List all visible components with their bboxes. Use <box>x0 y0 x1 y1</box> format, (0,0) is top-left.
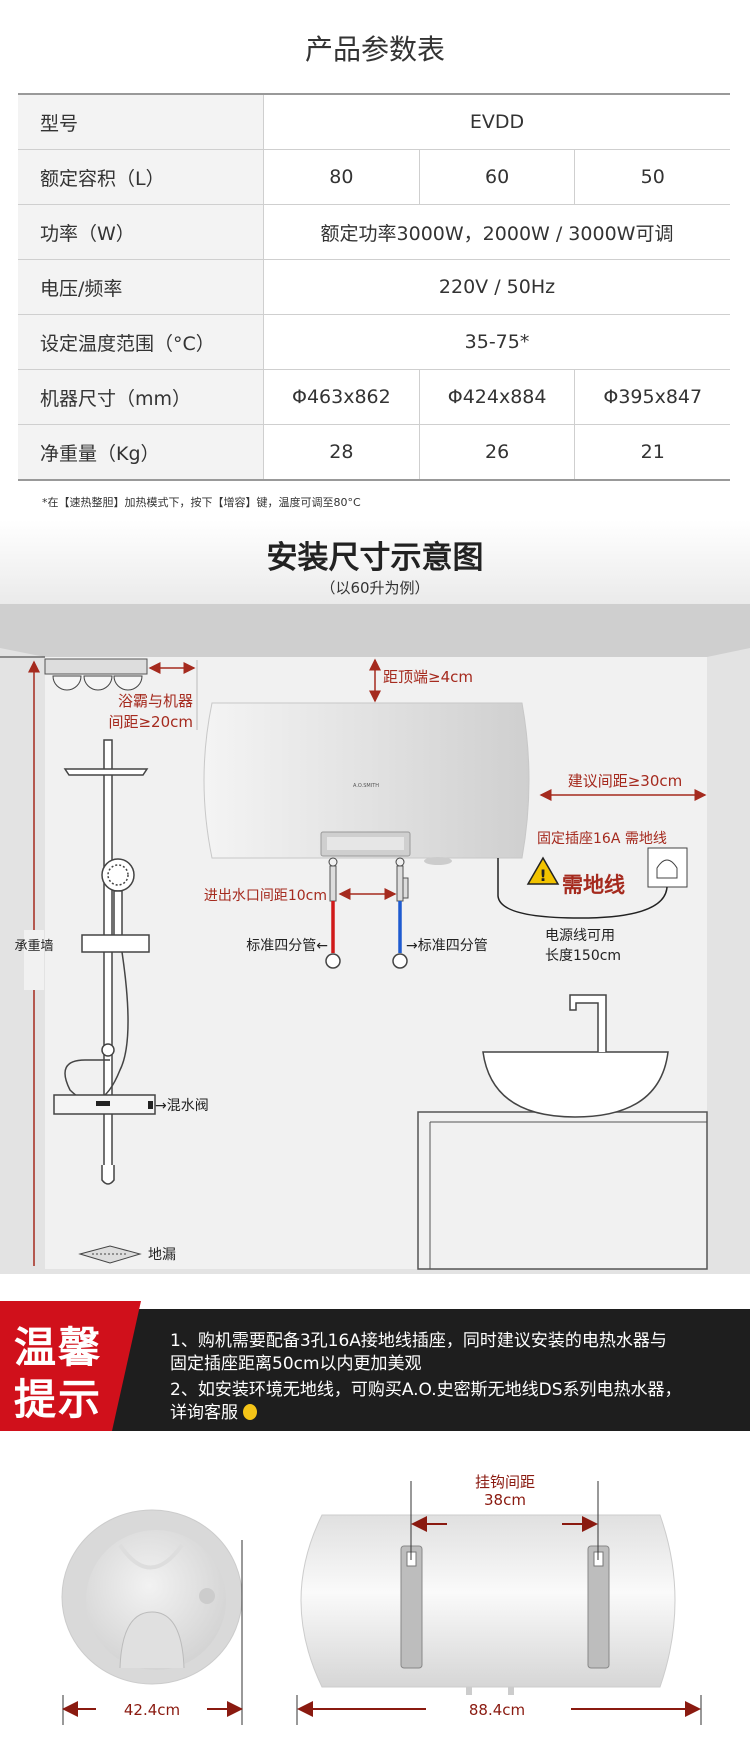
ceiling <box>0 604 750 657</box>
water-pipes <box>325 857 409 969</box>
table-row: 净重量（Kg） 28 26 21 <box>18 424 730 481</box>
tips-banner: 温馨 提示 1、购机需要配备3孔16A接地线插座，同时建议安装的电热水器与 固定… <box>0 1300 750 1432</box>
cell: 额定功率3000W，2000W / 3000W可调 <box>263 204 730 260</box>
tips-background <box>0 1301 750 1431</box>
install-title: 安装尺寸示意图 <box>267 540 484 576</box>
cell: 28 <box>263 424 420 481</box>
table-row: 机器尺寸（mm） Φ463x862 Φ424x884 Φ395x847 <box>18 369 730 425</box>
cable-length: 长度150cm <box>545 948 621 964</box>
sink-cabinet <box>417 994 708 1270</box>
row-label: 净重量（Kg） <box>18 424 264 481</box>
cell: Φ424x884 <box>419 369 576 425</box>
ground-warning-label: 需地线 <box>562 873 625 897</box>
tips-heading-2: 提示 <box>14 1375 103 1424</box>
socket-icon <box>647 847 688 888</box>
cell: 35-75* <box>263 314 730 370</box>
shower-set <box>53 739 156 1185</box>
tip-line: 1、购机需要配备3孔16A接地线插座，同时建议安装的电热水器与 <box>170 1331 667 1351</box>
socket-label: 固定插座16A 需地线 <box>537 831 667 847</box>
row-label: 机器尺寸（mm） <box>18 369 264 425</box>
top-gap-label: 距顶端≥4cm <box>383 668 473 686</box>
table-row: 额定容积（L） 80 60 50 <box>18 149 730 205</box>
cell: 21 <box>574 424 730 481</box>
cell: 26 <box>419 424 576 481</box>
drain-label: 地漏 <box>148 1247 176 1263</box>
warning-icon: ! <box>526 856 560 885</box>
cell: 50 <box>574 149 730 205</box>
install-subtitle: （以60升为例） <box>320 579 429 597</box>
water-heater: A.O.SMITH <box>203 702 530 865</box>
heater-side-view <box>300 1514 676 1695</box>
pipe-right-label: →标准四分管 <box>406 938 488 954</box>
floor-drain-icon <box>78 1245 142 1264</box>
heater-end-view <box>61 1509 243 1685</box>
bath-gap-label: 浴霸与机器 <box>118 692 193 710</box>
cell: Φ463x862 <box>263 369 420 425</box>
spec-footnote: *在【速热整胆】加热模式下，按下【增容】键，温度可调至80°C <box>42 496 361 509</box>
length-label: 88.4cm <box>469 1701 525 1719</box>
header-shade <box>0 520 750 610</box>
tip-line: 详询客服 <box>170 1398 258 1423</box>
cell: 80 <box>263 149 420 205</box>
spec-table-title: 产品参数表 <box>304 33 445 66</box>
hook-gap-value: 38cm <box>484 1491 526 1509</box>
row-label: 电压/频率 <box>18 259 264 315</box>
tip-line: 2、如安装环境无地线，可购买A.O.史密斯无地线DS系列电热水器， <box>170 1380 682 1400</box>
installation-diagram: 安装尺寸示意图 （以60升为例） 承重墙 浴霸与机器 间距≥20cm 距顶端≥4… <box>0 520 750 1274</box>
tip-line: 固定插座距离50cm以内更加美观 <box>170 1354 422 1374</box>
spec-table: 型号 EVDD 额定容积（L） 80 60 50 功率（W） 额定功率3000W… <box>18 93 730 481</box>
row-label: 功率（W） <box>18 204 264 260</box>
depth-label: 42.4cm <box>124 1701 180 1719</box>
bath-gap-value: 间距≥20cm <box>108 713 193 731</box>
row-label: 设定温度范围（°C） <box>18 314 264 370</box>
row-label: 型号 <box>18 93 264 150</box>
dimension-diagram: 42.4cm 挂钩间距 38cm 88.4cm <box>61 1473 702 1725</box>
cell: 220V / 50Hz <box>263 259 730 315</box>
tips-heading-1: 温馨 <box>14 1323 103 1372</box>
table-row: 功率（W） 额定功率3000W，2000W / 3000W可调 <box>18 204 730 260</box>
wall-label: 承重墙 <box>14 938 53 954</box>
brand-logo: A.O.SMITH <box>353 783 379 789</box>
table-row: 型号 EVDD <box>18 93 730 150</box>
mixer-label: →混水阀 <box>155 1098 209 1114</box>
svg-text:!: ! <box>539 866 546 885</box>
inlet-gap-label: 进出水口间距10cm <box>204 888 327 904</box>
table-row: 设定温度范围（°C） 35-75* <box>18 314 730 370</box>
cable-label: 电源线可用 <box>545 928 615 944</box>
cell: Φ395x847 <box>574 369 730 425</box>
pipe-left-label: 标准四分管← <box>246 938 328 954</box>
bath-heater <box>44 658 148 691</box>
emoji-icon <box>243 1404 258 1420</box>
hook-gap-label: 挂钩间距 <box>475 1473 535 1491</box>
cell: 60 <box>419 149 576 205</box>
power-cable <box>497 858 668 919</box>
side-gap-label: 建议间距≥30cm <box>568 772 683 790</box>
row-label: 额定容积（L） <box>18 149 264 205</box>
table-row: 电压/频率 220V / 50Hz <box>18 259 730 315</box>
cell: EVDD <box>263 93 730 150</box>
